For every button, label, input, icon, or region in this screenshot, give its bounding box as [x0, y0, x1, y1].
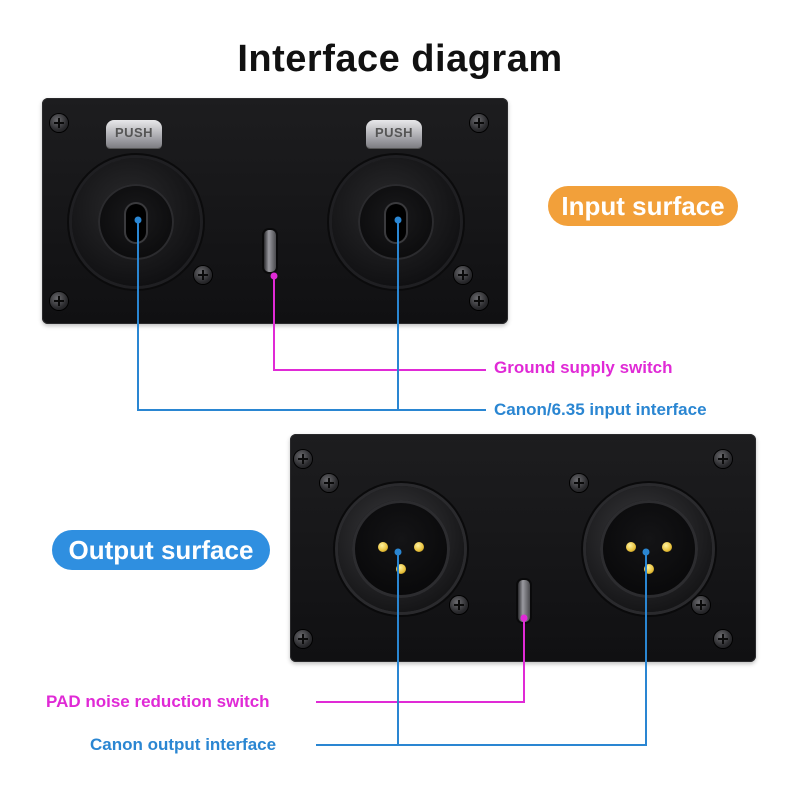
canon-input-leader	[137, 220, 486, 411]
canon-input-dot-right	[394, 216, 402, 224]
screw-icon	[470, 114, 488, 132]
screw-icon	[320, 474, 338, 492]
canon-output-leader	[316, 552, 647, 746]
screw-icon	[454, 266, 472, 284]
output-panel	[290, 434, 756, 662]
xlr-pin	[396, 564, 406, 574]
pad-noise-toggle[interactable]	[518, 580, 530, 622]
pad-noise-reduction-switch-label: PAD noise reduction switch	[46, 692, 270, 711]
screw-icon	[714, 630, 732, 648]
xlr-output-jack-left[interactable]	[338, 486, 464, 612]
ground-switch-dot	[270, 272, 278, 280]
xlr-jack-face	[352, 500, 450, 598]
jack-hole	[386, 204, 406, 242]
canon-input-dot-left	[134, 216, 142, 224]
ground-supply-toggle[interactable]	[264, 230, 276, 272]
screw-icon	[470, 292, 488, 310]
screw-icon	[294, 450, 312, 468]
xlr-pin	[414, 542, 424, 552]
ground-supply-switch-label: Ground supply switch	[494, 358, 673, 377]
xlr-pin	[378, 542, 388, 552]
combo-jack-face	[98, 184, 174, 260]
jack-hole	[126, 204, 146, 242]
canon-output-interface-label: Canon output interface	[90, 735, 277, 754]
xlr-output-jack-right[interactable]	[586, 486, 712, 612]
input-surface-badge: Input surface	[548, 186, 738, 226]
push-latch-right[interactable]: PUSH	[366, 120, 422, 148]
xlr-jack-face	[600, 500, 698, 598]
push-latch-left[interactable]: PUSH	[106, 120, 162, 148]
screw-icon	[194, 266, 212, 284]
screw-icon	[294, 630, 312, 648]
output-surface-badge: Output surface	[52, 530, 270, 570]
screw-icon	[714, 450, 732, 468]
canon-input-interface-label: Canon/6.35 input interface	[494, 400, 707, 419]
canon-output-dot-left	[394, 548, 402, 556]
screw-icon	[570, 474, 588, 492]
xlr-pin	[626, 542, 636, 552]
xlr-pin	[662, 542, 672, 552]
input-panel: PUSH PUSH	[42, 98, 508, 324]
screw-icon	[50, 292, 68, 310]
pad-switch-leader	[316, 618, 525, 703]
ground-switch-leader	[273, 276, 486, 371]
screw-icon	[692, 596, 710, 614]
diagram-title: Interface diagram	[237, 38, 563, 80]
xlr-pin	[644, 564, 654, 574]
screw-icon	[50, 114, 68, 132]
canon-output-dot-right	[642, 548, 650, 556]
screw-icon	[450, 596, 468, 614]
pad-switch-dot	[520, 614, 528, 622]
